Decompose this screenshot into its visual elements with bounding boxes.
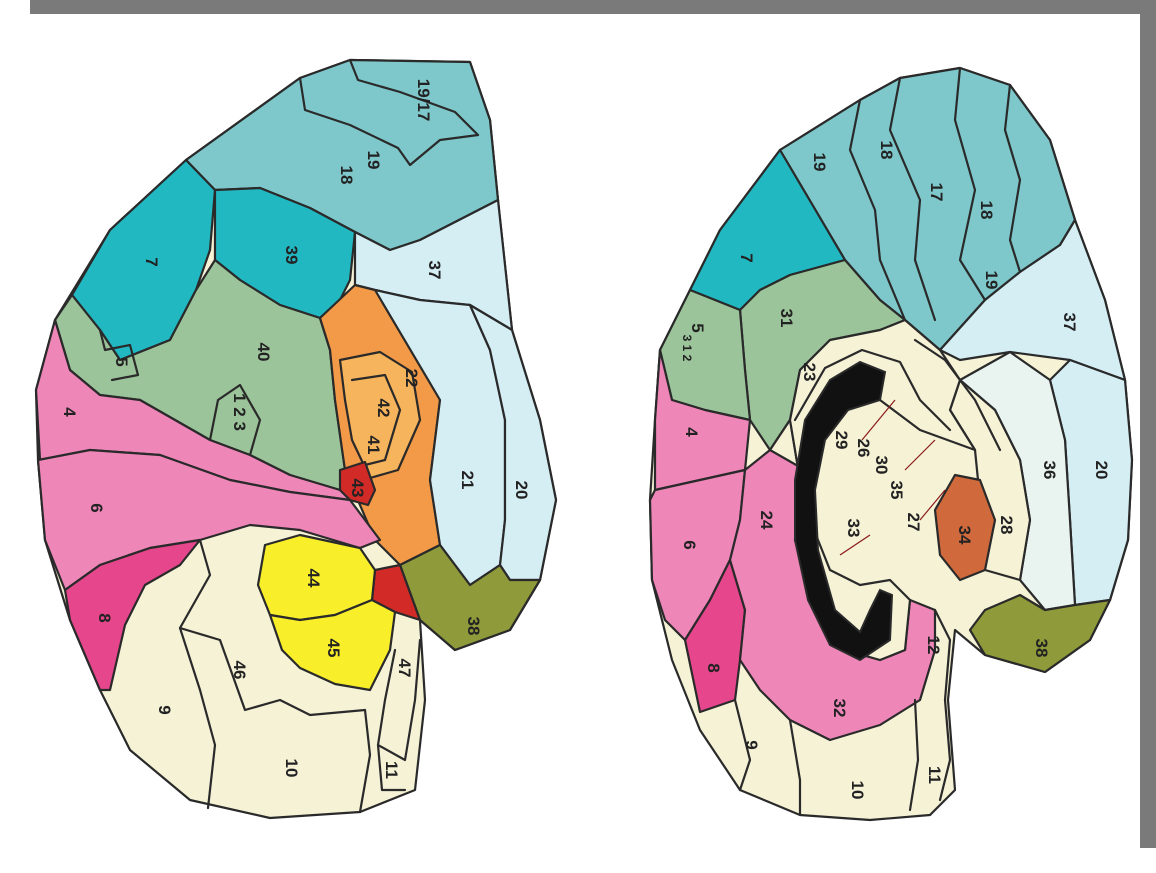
lateral-label-16: 6 <box>87 503 106 512</box>
lateral-label-7: 1 2 3 <box>230 393 249 431</box>
medial-label-22: 6 <box>680 540 699 549</box>
medial-view: 19 18 17 18 19 37 7 31 5 3 1 2 4 23 29 2… <box>650 68 1132 820</box>
lateral-label-17: 44 <box>304 569 323 588</box>
lateral-label-13: 43 <box>348 479 367 498</box>
medial-label-1: 18 <box>877 141 896 160</box>
medial-label-17: 33 <box>844 519 863 538</box>
medial-label-24: 8 <box>704 663 723 672</box>
medial-label-9: 3 1 2 <box>680 335 694 362</box>
lateral-label-23: 10 <box>282 759 301 778</box>
lateral-label-21: 46 <box>230 661 249 680</box>
lateral-label-6: 40 <box>254 343 273 362</box>
lateral-label-8: 5 <box>112 357 131 366</box>
medial-label-18: 34 <box>955 526 974 545</box>
lateral-label-0: 19/17 <box>414 79 433 122</box>
medial-label-6: 7 <box>737 253 756 262</box>
lateral-label-19: 38 <box>464 617 483 636</box>
medial-label-19: 28 <box>997 516 1016 535</box>
lateral-label-18: 45 <box>324 639 343 658</box>
lateral-label-20: 8 <box>95 613 114 622</box>
medial-label-25: 32 <box>830 699 849 718</box>
lateral-label-3: 7 <box>142 257 161 266</box>
medial-label-30: 11 <box>925 766 944 784</box>
lateral-label-22: 9 <box>155 705 174 714</box>
medial-label-16: 27 <box>904 513 923 532</box>
medial-label-4: 19 <box>982 271 1001 290</box>
lateral-label-1: 18 <box>337 166 356 185</box>
medial-label-14: 30 <box>872 456 891 475</box>
medial-label-23: 24 <box>757 511 776 530</box>
medial-label-2: 17 <box>927 183 946 202</box>
lateral-label-4: 39 <box>282 246 301 265</box>
lateral-label-24: 11 <box>382 761 401 779</box>
lateral-label-25: 47 <box>395 659 414 678</box>
medial-label-0: 19 <box>810 153 829 172</box>
medial-label-11: 23 <box>800 363 819 382</box>
lateral-label-14: 21 <box>458 471 477 490</box>
lateral-label-5: 37 <box>425 261 444 280</box>
medial-label-26: 38 <box>1032 639 1051 658</box>
lateral-view: 19/17 18 19 7 39 37 40 1 2 3 5 4 22 42 4… <box>36 60 556 818</box>
medial-label-29: 10 <box>848 781 867 800</box>
lateral-label-9: 4 <box>60 407 79 417</box>
medial-label-8: 5 <box>688 323 707 332</box>
medial-label-20: 36 <box>1040 461 1059 480</box>
lateral-label-2: 19 <box>364 151 383 170</box>
lateral-label-15: 20 <box>512 481 531 500</box>
medial-label-5: 37 <box>1060 313 1079 332</box>
medial-label-13: 26 <box>854 439 873 458</box>
medial-label-3: 18 <box>977 201 996 220</box>
lateral-label-12: 41 <box>364 436 383 455</box>
medial-label-27: 12 <box>924 636 943 655</box>
lateral-label-11: 42 <box>374 399 393 418</box>
medial-label-15: 35 <box>887 481 906 500</box>
medial-label-12: 29 <box>832 431 851 450</box>
medial-label-7: 31 <box>777 309 796 328</box>
medial-area-38 <box>970 595 1110 672</box>
medial-label-10: 4 <box>682 427 701 437</box>
medial-label-21: 20 <box>1092 461 1111 480</box>
lateral-label-10: 22 <box>402 369 421 388</box>
medial-label-28: 9 <box>742 740 761 749</box>
